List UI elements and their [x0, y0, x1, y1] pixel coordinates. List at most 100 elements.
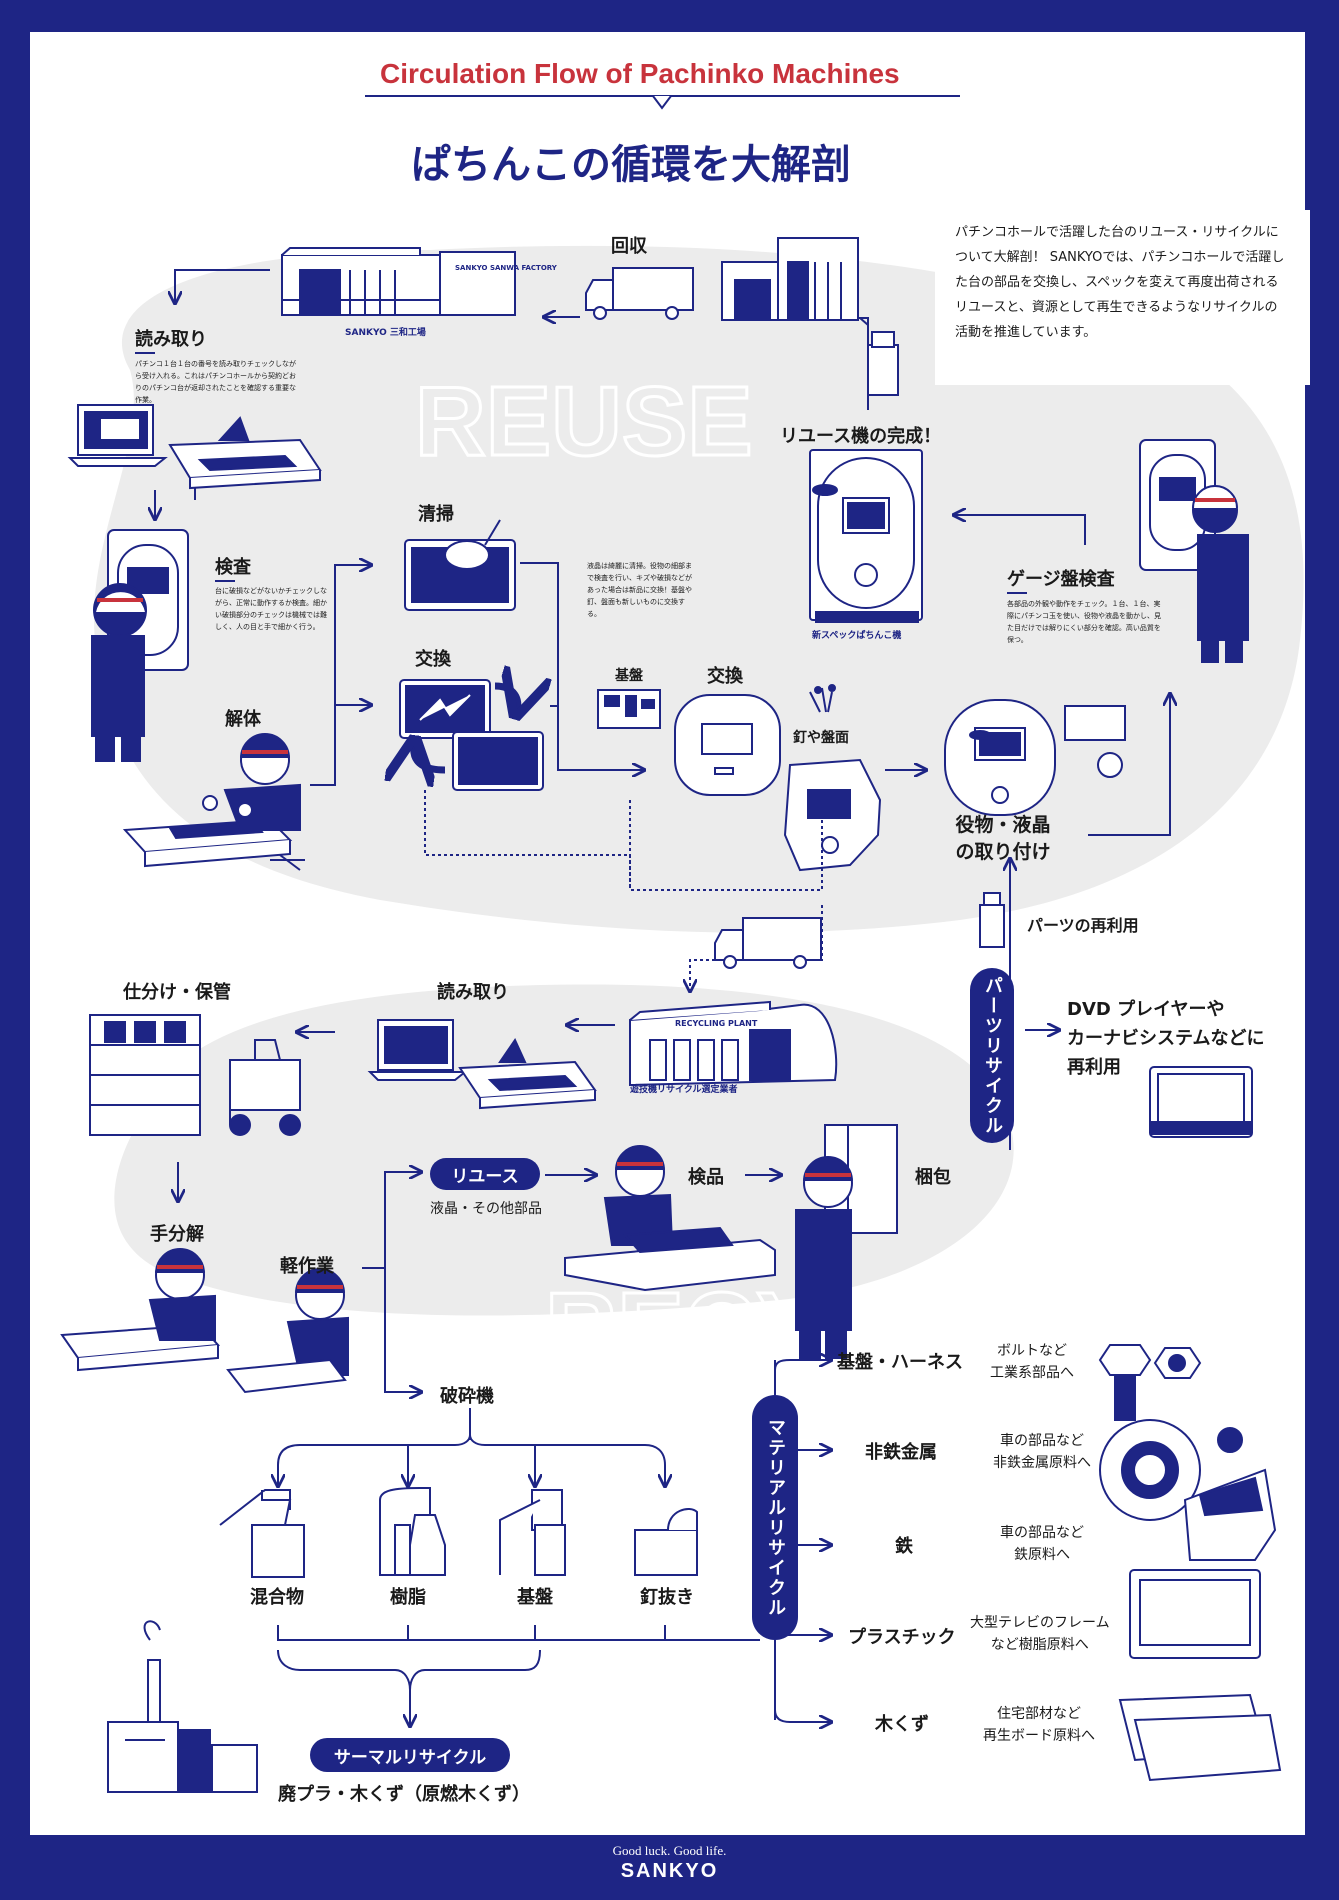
inspect-underline	[215, 580, 235, 582]
label-reuse-sub: 液晶・その他部品	[430, 1201, 542, 1217]
gauge-underline	[1007, 592, 1027, 594]
material-item-1: 基盤・ハーネス	[837, 1352, 963, 1373]
dest-2-line-2: 非鉄金属原料へ	[993, 1455, 1091, 1471]
read-underline	[135, 352, 155, 354]
label-nails: 釘や盤面	[793, 730, 849, 746]
truck-vertical	[867, 331, 899, 396]
output-nail-removal: 釘抜き	[640, 1587, 694, 1608]
intro-text: パチンコホールで活躍した台のリユース・リサイクルについて大解剖！ SANKYOで…	[955, 225, 1285, 340]
new-spec-machine-illustration	[809, 449, 923, 623]
bolt-illustration	[1098, 1344, 1202, 1421]
sankyo-factory-illustration	[281, 247, 516, 316]
parts-truck-vertical	[979, 892, 1005, 948]
output-resin: 樹脂	[390, 1587, 426, 1608]
label-clean: 清掃	[418, 504, 454, 525]
label-gauge: ゲージ盤検査	[1007, 569, 1115, 590]
label-thermal-sub: 廃プラ・木くず（原燃木くず）	[278, 1784, 530, 1805]
dest-3-line-2: 鉄原料へ	[1014, 1547, 1070, 1563]
car-navi-illustration	[1149, 1066, 1253, 1138]
parts-target-line-3: 再利用	[1067, 1057, 1121, 1078]
dest-5-line-1: 住宅部材など	[997, 1706, 1081, 1722]
exchange-lcd-illustration	[399, 679, 544, 791]
gauge-check-illustration	[1139, 439, 1249, 663]
footer-slogan: Good luck. Good life.	[612, 1843, 727, 1858]
label-vendor: 遊技機リサイクル選定業者	[630, 1085, 738, 1095]
svg-text:RECYCLING PLANT: RECYCLING PLANT	[675, 1019, 758, 1028]
output-board: 基盤	[517, 1587, 553, 1608]
recycling-plant-illustration	[629, 1000, 838, 1087]
label-pack: 梱包	[915, 1167, 951, 1188]
dest-1-line-1: ボルトなど	[997, 1343, 1067, 1359]
parts-recycle-target: DVD プレイヤーや カーナビシステムなどに 再利用	[1067, 995, 1264, 1082]
inspect-description: 台に破損などがないかチェックしながら、正常に動作するか検査。細かい破損部分のチェ…	[215, 587, 327, 631]
pachinko-hall-illustration	[721, 237, 859, 321]
clean-description: 液晶は綺麗に清掃。役物の細部まで検査を行い、キズや破損などがあった場合は新品に交…	[587, 562, 692, 618]
material-dest-4: 大型テレビのフレームなど樹脂原料へ	[970, 1612, 1110, 1656]
read-station-illustration	[67, 404, 322, 490]
reuse-watermark: REUSE	[415, 366, 753, 476]
parts-target-line-1: DVD プレイヤーや	[1067, 999, 1225, 1020]
recycle-read-illustration	[367, 1019, 597, 1110]
material-item-5: 木くず	[875, 1714, 929, 1735]
hand-disassembly-illustration	[60, 1248, 349, 1394]
material-item-4: プラスチック	[848, 1627, 956, 1648]
dest-1-line-2: 工業系部品へ	[990, 1365, 1074, 1381]
disassembly-illustration	[122, 733, 305, 871]
label-hand: 手分解	[150, 1224, 204, 1245]
label-factory: SANKYO 三和工場	[345, 328, 426, 338]
label-inspect: 検査	[215, 557, 251, 578]
car-parts-illustration	[1099, 1419, 1277, 1561]
attached-board-illustration	[944, 699, 1056, 816]
label-board: 基盤	[615, 668, 643, 684]
dest-4-line-1: 大型テレビのフレーム	[970, 1615, 1110, 1631]
label-read: 読み取り	[135, 329, 207, 350]
english-title: Circulation Flow of Pachinko Machines	[380, 58, 900, 89]
inspection-illustration	[91, 529, 189, 762]
thermal-recycle-pill: サーマルリサイクル	[310, 1738, 510, 1772]
board-machine-illustration	[499, 1489, 566, 1576]
label-light: 軽作業	[280, 1256, 334, 1277]
label-exchange-lcd: 交換	[415, 649, 451, 670]
material-dest-1: ボルトなど工業系部品へ	[990, 1340, 1074, 1384]
svg-text:SANKYO SANWA FACTORY: SANKYO SANWA FACTORY	[455, 264, 558, 272]
output-mixed: 混合物	[250, 1587, 304, 1608]
footer-brand-logo: SANKYO	[620, 1860, 719, 1882]
label-exchange: 交換	[707, 666, 743, 687]
board-illustration	[597, 689, 661, 729]
storage-shelf-illustration	[89, 1014, 301, 1136]
material-dest-3: 車の部品など鉄原料へ	[1000, 1522, 1084, 1566]
label-sort: 仕分け・保管	[123, 982, 231, 1003]
read-description: パチンコ１台１台の番号を読み取りチェックしながら受け入れる。これはパチンコホール…	[135, 360, 296, 404]
label-recycle-read: 読み取り	[437, 982, 509, 1003]
collection-truck	[585, 267, 694, 320]
dest-4-line-2: など樹脂原料へ	[990, 1637, 1089, 1653]
nail-removal-machine-illustration	[634, 1508, 698, 1576]
transfer-truck	[714, 917, 822, 969]
material-recycle-pill: マテリアルリサイクル	[752, 1395, 798, 1640]
japanese-title: ぱちんこの循環を大解剖	[411, 142, 851, 188]
parts-pile-icon	[1064, 705, 1126, 778]
reuse-pill: リユース	[430, 1158, 540, 1190]
label-new-spec: 新スペックぱちんこ機	[812, 631, 902, 641]
material-item-3: 鉄	[895, 1536, 913, 1557]
resin-machine-illustration	[379, 1487, 446, 1576]
dest-2-line-1: 車の部品など	[1000, 1433, 1084, 1449]
label-parts-reuse: パーツの再利用	[1027, 916, 1139, 935]
label-complete: リユース機の完成！	[780, 426, 942, 447]
gauge-description: 各部品の外観や動作をチェック。１台、１台、実際にパチンコ玉を使い、役物や液晶を動…	[1007, 600, 1161, 644]
tv-frame-illustration	[1129, 1569, 1261, 1659]
material-dest-5: 住宅部材など再生ボード原料へ	[983, 1703, 1095, 1747]
parts-recycle-pill: パーツリサイクル	[970, 968, 1014, 1143]
material-dest-2: 車の部品など非鉄金属原料へ	[993, 1430, 1091, 1474]
thermal-factory-illustration	[107, 1620, 258, 1793]
cleaning-illustration	[404, 519, 516, 611]
nails-icon	[809, 684, 836, 713]
label-crusher: 破砕機	[440, 1386, 494, 1407]
label-check: 検品	[688, 1167, 724, 1188]
label-collect: 回収	[611, 236, 647, 257]
label-disassemble: 解体	[225, 709, 261, 730]
inspection-product-illustration	[564, 1145, 776, 1292]
label-attach: 役物・液晶の取り付け	[955, 814, 1051, 863]
